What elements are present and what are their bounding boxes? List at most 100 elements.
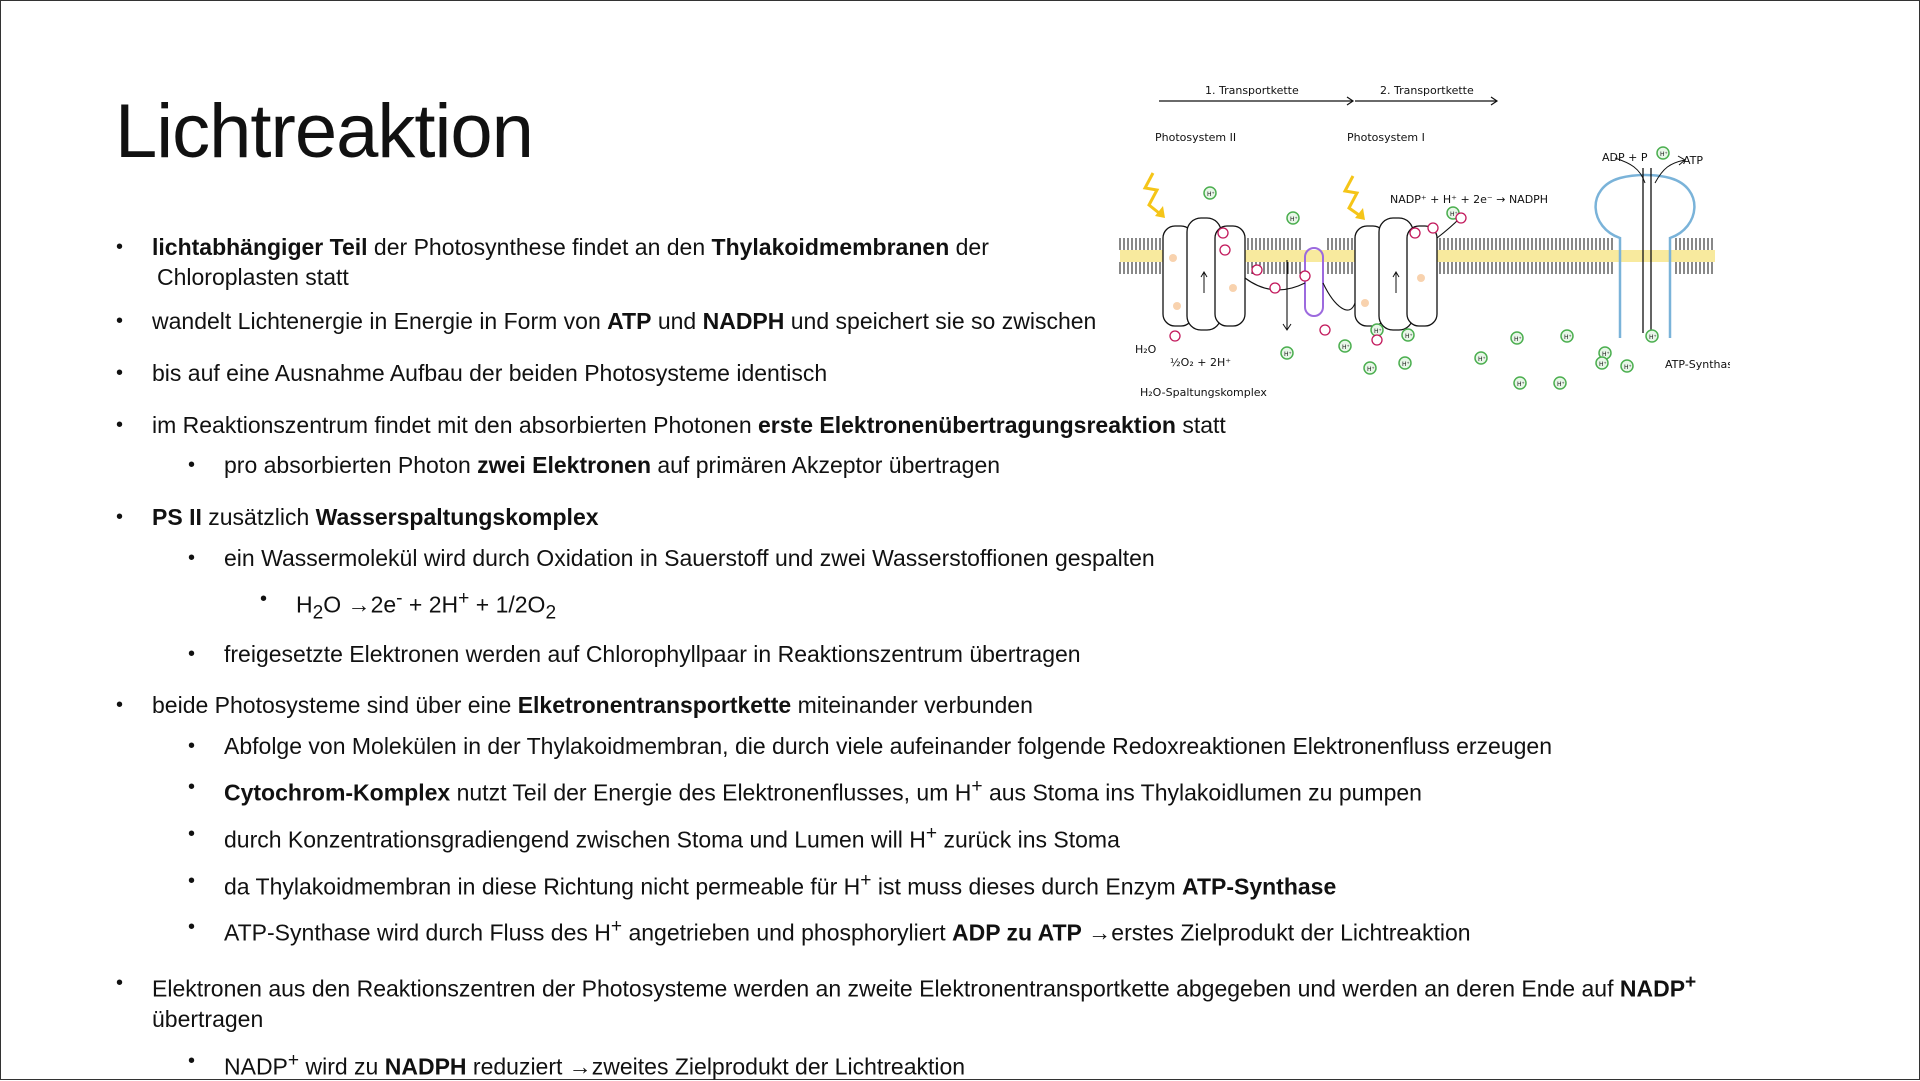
photosystem-1-label: Photosystem I xyxy=(1347,131,1425,144)
proton-ion-icon xyxy=(1553,376,1567,390)
bullet-icon: • xyxy=(188,547,196,569)
electron-icon xyxy=(1269,282,1281,294)
proton-ion-label: H⁺ xyxy=(1514,336,1522,343)
bullet-icon: • xyxy=(188,735,196,758)
proton-ion-label: H⁺ xyxy=(1342,344,1350,351)
proton-ion-label: H⁺ xyxy=(1405,333,1413,340)
bullet-list: • lichtabhängiger Teil der Photosynthese… xyxy=(110,232,1810,1081)
page-title: Lichtreaktion xyxy=(115,89,534,174)
sub-bullet-item: • freigesetzte Elektronen werden auf Chl… xyxy=(188,641,1081,668)
proton-ion-icon xyxy=(1203,186,1217,200)
sub-bullet-item: • Cytochrom-Komplex nutzt Teil der Energ… xyxy=(110,772,1810,808)
proton-ion-icon xyxy=(1620,359,1634,373)
proton-ion-label: H⁺ xyxy=(1624,364,1632,371)
electron-icon xyxy=(1251,264,1263,276)
bullet-item: • lichtabhängiger Teil der Photosynthese… xyxy=(116,234,989,290)
sub-bullet-item: • NADP+ wird zu NADPH reduziert →zweites… xyxy=(110,1046,1810,1081)
proton-ion-label: H⁺ xyxy=(1660,151,1668,158)
proton-ion-label: H⁺ xyxy=(1207,191,1215,198)
proton-ions: H⁺H⁺H⁺H⁺H⁺H⁺H⁺H⁺H⁺H⁺H⁺H⁺H⁺H⁺H⁺H⁺H⁺H⁺H⁺ xyxy=(1203,146,1670,390)
proton-ion-label: H⁺ xyxy=(1599,361,1607,368)
atp-label: ATP xyxy=(1683,154,1703,167)
transport-chain-1-label: 1. Transportkette xyxy=(1205,84,1299,97)
bullet-icon: • xyxy=(116,414,124,436)
sub-bullet-item: • da Thylakoidmembran in diese Richtung … xyxy=(110,866,1810,902)
bullet-item: • im Reaktionszentrum findet mit den abs… xyxy=(116,412,1226,438)
proton-ion-label: H⁺ xyxy=(1649,334,1657,341)
nadp-reaction-label: NADP⁺ + H⁺ + 2e⁻ → NADPH xyxy=(1390,193,1548,206)
electron-icon xyxy=(1371,334,1383,346)
bullet-icon: • xyxy=(188,454,196,476)
light-bolt-1 xyxy=(1142,172,1160,215)
proton-ion-icon xyxy=(1645,329,1659,343)
bullet-icon: • xyxy=(116,971,124,994)
bullet-icon: • xyxy=(188,822,196,845)
sub-bullet-item: • ATP-Synthase wird durch Fluss des H+ a… xyxy=(110,912,1810,948)
bullet-item: • PS II zusätzlich Wasserspaltungskomple… xyxy=(116,504,599,530)
sub-bullet-item: • pro absorbierten Photon zwei Elektrone… xyxy=(188,452,1001,478)
sub-bullet-item: • ein Wassermolekül wird durch Oxidation… xyxy=(188,545,1155,571)
electron-icon xyxy=(1455,212,1467,224)
bullet-icon: • xyxy=(188,916,196,939)
proton-ion-label: H⁺ xyxy=(1284,351,1292,358)
sub-sub-bullet-item: • H2O →2e- + 2H+ + 1/2O2 xyxy=(110,584,1810,628)
proton-ion-icon xyxy=(1510,331,1524,345)
proton-ion-icon xyxy=(1398,356,1412,370)
bullet-item: • beide Photosysteme sind über eine Elke… xyxy=(116,692,1033,719)
o2-label: ½O₂ + 2H⁺ xyxy=(1170,356,1231,369)
electrons xyxy=(1169,212,1467,346)
atp-synthase xyxy=(1594,168,1696,338)
membrane-lipids xyxy=(1119,238,1713,274)
proton-ion-icon xyxy=(1338,339,1352,353)
proton-ion-icon xyxy=(1513,376,1527,390)
cytochrome-complex xyxy=(1304,247,1324,317)
electron-icon xyxy=(1319,324,1331,336)
proton-ion-label: H⁺ xyxy=(1517,381,1525,388)
electron-icon xyxy=(1169,330,1181,342)
proton-ion-label: H⁺ xyxy=(1564,334,1572,341)
bullet-icon: • xyxy=(260,588,268,610)
bullet-icon: • xyxy=(116,310,124,332)
proton-ion-label: H⁺ xyxy=(1450,211,1458,218)
bullet-icon: • xyxy=(188,869,196,892)
bullet-icon: • xyxy=(188,643,196,666)
transport-chain-2-label: 2. Transportkette xyxy=(1380,84,1474,97)
photosystem-2-label: Photosystem II xyxy=(1155,131,1236,144)
bullet-icon: • xyxy=(188,776,196,799)
bullet-icon: • xyxy=(116,506,124,528)
h2o-splitting-complex-label: H₂O-Spaltungskomplex xyxy=(1140,386,1267,399)
proton-ion-label: H⁺ xyxy=(1402,361,1410,368)
atp-synthase-label: ATP-Synthase xyxy=(1665,358,1730,371)
sub-bullet-item: • Abfolge von Molekülen in der Thylakoid… xyxy=(188,733,1553,760)
bullet-icon: • xyxy=(116,236,124,258)
electron-icon xyxy=(1427,222,1439,234)
proton-ion-label: H⁺ xyxy=(1602,351,1610,358)
bullet-item: • bis auf eine Ausnahme Aufbau der beide… xyxy=(116,360,828,386)
electron-icon xyxy=(1299,270,1311,282)
proton-ion-label: H⁺ xyxy=(1557,381,1565,388)
electron-icon xyxy=(1217,227,1229,239)
proton-ion-icon xyxy=(1363,361,1377,375)
light-reaction-diagram: 1. Transportkette 2. Transportkette Phot… xyxy=(1119,84,1730,399)
proton-ion-icon xyxy=(1401,328,1415,342)
proton-ion-icon xyxy=(1286,211,1300,225)
proton-ion-label: H⁺ xyxy=(1290,216,1298,223)
proton-ion-icon xyxy=(1474,351,1488,365)
bullet-icon: • xyxy=(116,694,124,717)
photosystem-1 xyxy=(1354,217,1438,331)
proton-ion-label: H⁺ xyxy=(1478,356,1486,363)
bullet-icon: • xyxy=(116,362,124,384)
proton-ion-label: H⁺ xyxy=(1374,328,1382,335)
proton-ion-icon xyxy=(1595,356,1609,370)
bullet-item: • Elektronen aus den Reaktionszentren de… xyxy=(110,968,1810,1034)
bullet-item: • wandelt Lichtenergie in Energie in For… xyxy=(116,308,1097,334)
electron-icon xyxy=(1409,227,1421,239)
proton-ion-icon xyxy=(1280,346,1294,360)
adp-p-label: ADP + P xyxy=(1602,151,1648,164)
electron-icon xyxy=(1219,244,1231,256)
bullet-icon: • xyxy=(188,1049,196,1072)
sub-bullet-item: • durch Konzentrationsgradiengend zwisch… xyxy=(110,819,1810,855)
proton-ion-icon xyxy=(1656,146,1670,160)
light-bolt-2 xyxy=(1342,175,1360,217)
h2o-label: H₂O xyxy=(1135,343,1157,356)
